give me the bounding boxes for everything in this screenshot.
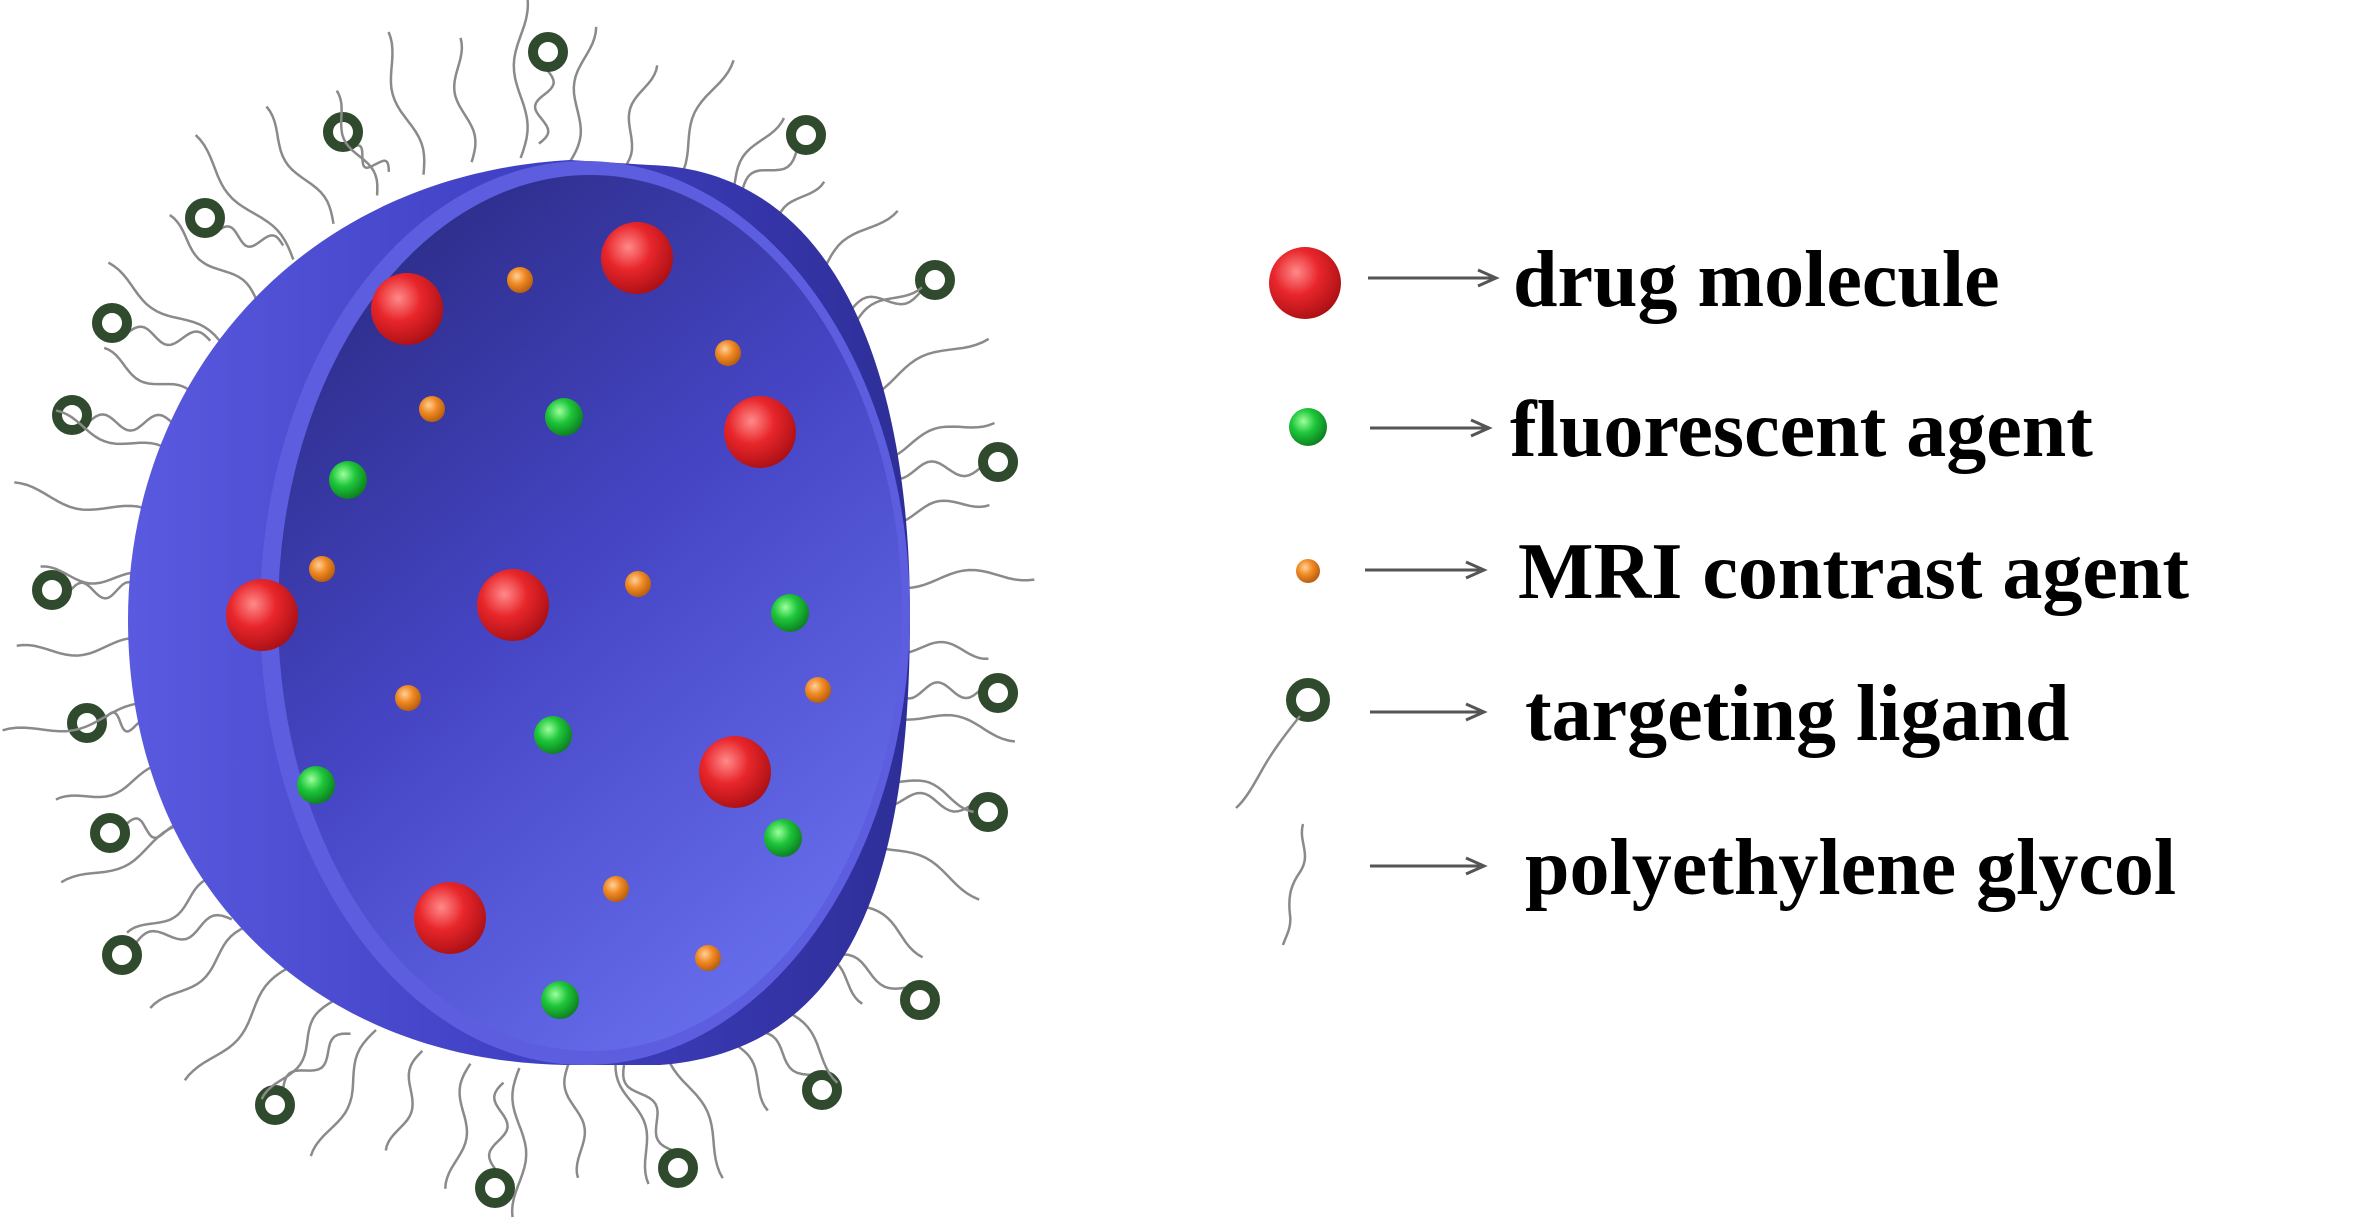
peg-chain [510, 1067, 528, 1218]
wavy-chain-icon [1281, 823, 1307, 946]
peg-chain [87, 413, 174, 432]
legend-item-drug: drug molecule [1269, 236, 2000, 324]
peg-chain [103, 346, 202, 404]
legend-label: targeting ligand [1525, 670, 2069, 758]
targeting-ligand [32, 570, 72, 610]
shell-inner-cavity [278, 175, 902, 1051]
mri-contrast-agent [805, 677, 831, 703]
cargo-layer [226, 222, 831, 1019]
peg-chain [893, 681, 982, 700]
peg-chain [387, 31, 426, 175]
drug-molecule [601, 222, 673, 294]
mri-contrast-agent [715, 340, 741, 366]
peg-chain [125, 325, 212, 347]
mri-contrast-agent [603, 876, 629, 902]
peg-chain [194, 134, 295, 261]
legend-label: MRI contrast agent [1518, 528, 2189, 616]
drug-molecule [699, 736, 771, 808]
peg-chain [512, 0, 530, 159]
targeting-ligand [978, 442, 1018, 482]
arrow-head-icon [1465, 702, 1488, 722]
targeting-ligand [786, 115, 826, 155]
ligand-chain [1235, 715, 1301, 809]
mri-contrast-agent [507, 267, 533, 293]
fluorescent-agent [534, 716, 572, 754]
targeting-ligand [255, 1085, 295, 1125]
peg-chain [183, 964, 293, 1082]
peg-chain [281, 1032, 351, 1090]
peg-chain [614, 1051, 650, 1185]
targeting-ligand [968, 792, 1008, 832]
drug-molecule [226, 579, 298, 651]
arrow-head-icon [1465, 560, 1488, 580]
mri-contrast-agent [395, 685, 421, 711]
orange-sphere-icon [1296, 559, 1320, 583]
legend-item-mri: MRI contrast agent [1296, 528, 2189, 616]
fluorescent-agent [545, 398, 583, 436]
arrow-head-icon [1477, 268, 1500, 288]
fluorescent-agent [329, 461, 367, 499]
targeting-ligand [900, 980, 940, 1020]
drug-molecule [414, 882, 486, 954]
peg-chain [215, 225, 285, 248]
targeting-ligand [658, 1148, 698, 1188]
peg-chain [309, 1029, 377, 1157]
legend-item-fluorescent: fluorescent agent [1289, 386, 2093, 474]
peg-chain [260, 1000, 334, 1100]
peg-chain [487, 1081, 509, 1171]
fluorescent-agent [297, 766, 335, 804]
arrow-head-icon [1465, 856, 1488, 876]
peg-chain [265, 105, 335, 225]
drug-molecule [371, 273, 443, 345]
peg-chain [563, 1063, 587, 1179]
peg-chain [444, 1063, 472, 1189]
peg-chain [134, 913, 233, 945]
ring-on-chain-icon [1286, 678, 1330, 722]
peg-chain [533, 69, 555, 145]
legend-label: polyethylene glycol [1525, 824, 2176, 912]
peg-chain [384, 1050, 424, 1151]
targeting-ligand [102, 935, 142, 975]
peg-chain [621, 1064, 674, 1152]
mri-contrast-agent [419, 396, 445, 422]
legend-item-ligand: targeting ligand [1235, 670, 2069, 809]
legend-item-peg: polyethylene glycol [1281, 823, 2176, 946]
targeting-ligand [915, 260, 955, 300]
drug-molecule [477, 569, 549, 641]
peg-chain [149, 921, 257, 1009]
legend-label: fluorescent agent [1510, 386, 2093, 474]
targeting-ligand [475, 1168, 515, 1208]
mri-contrast-agent [309, 556, 335, 582]
targeting-ligand [802, 1070, 842, 1110]
targeting-ligand [185, 198, 225, 238]
drug-molecule [724, 396, 796, 468]
legend: drug molecule fluorescent agent MRI cont… [1235, 236, 2189, 946]
mri-contrast-agent [695, 945, 721, 971]
peg-chain [568, 26, 598, 163]
peg-chain [348, 144, 391, 172]
mri-contrast-agent [625, 571, 651, 597]
targeting-ligand [67, 703, 107, 743]
arrow-head-icon [1470, 418, 1493, 438]
fluorescent-agent [541, 981, 579, 1019]
fluorescent-agent [771, 594, 809, 632]
targeting-ligand [90, 813, 130, 853]
peg-chain [107, 261, 228, 351]
peg-chain [452, 37, 477, 163]
peg-chain [616, 65, 659, 176]
peg-chain [335, 90, 379, 196]
targeting-ligand [528, 32, 568, 72]
legend-label: drug molecule [1513, 236, 2000, 324]
peg-chain [169, 214, 259, 303]
green-sphere-icon [1289, 408, 1327, 446]
red-sphere-icon [1269, 247, 1341, 319]
targeting-ligand [978, 673, 1018, 713]
targeting-ligand [323, 112, 363, 152]
targeting-ligand [92, 303, 132, 343]
fluorescent-agent [764, 819, 802, 857]
targeting-ligand [52, 395, 92, 435]
